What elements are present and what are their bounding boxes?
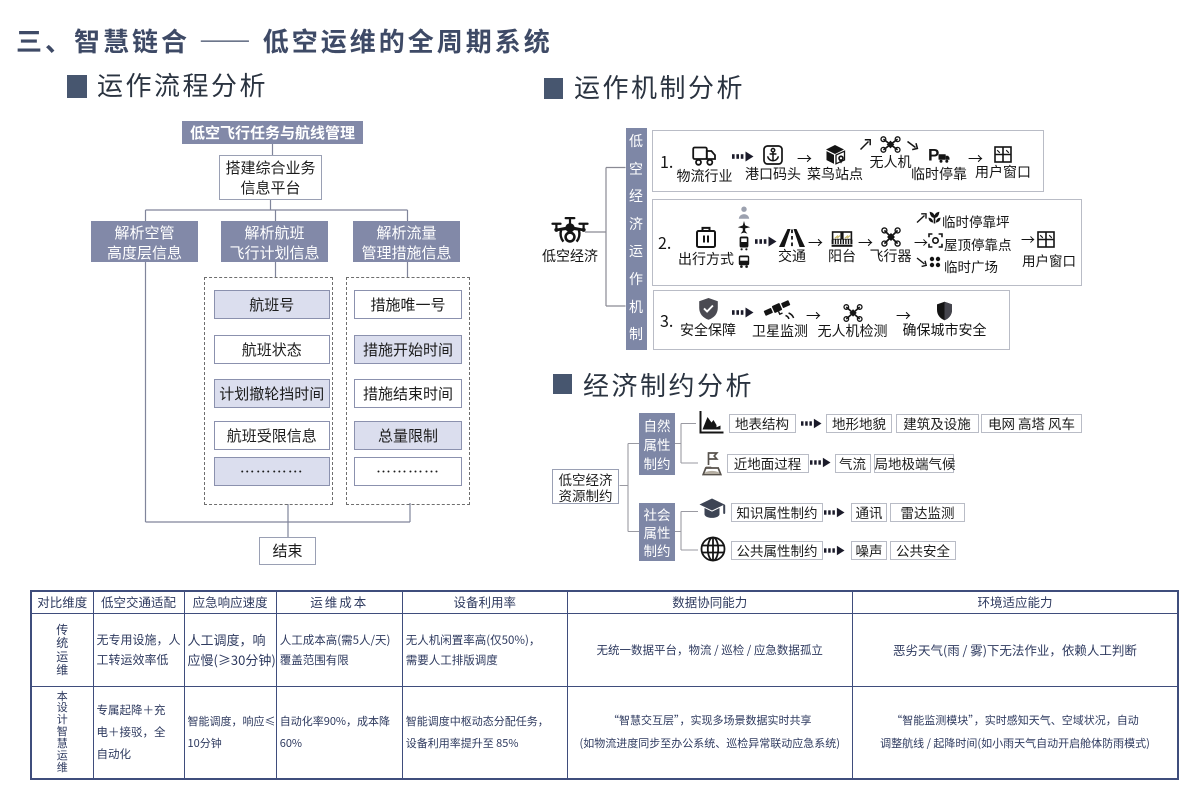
svg-text:P: P bbox=[928, 146, 939, 165]
